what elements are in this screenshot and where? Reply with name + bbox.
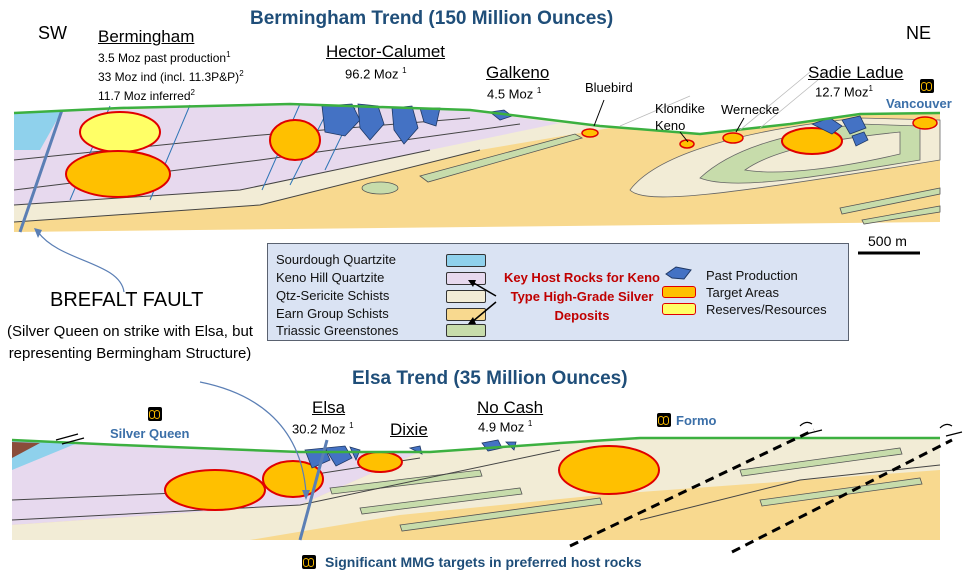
wernecke-label: Wernecke	[721, 102, 780, 117]
dixie-label: Dixie	[390, 420, 428, 439]
brefalt-fault-note: (Silver Queen on strike with Elsa, but r…	[7, 323, 253, 362]
legend-row-greenstones: Triassic Greenstones	[276, 323, 399, 338]
brefalt-fault-line-top	[18, 109, 64, 233]
greenstone-lens	[759, 477, 923, 507]
hector-calumet-value: 96.2 Moz 1	[345, 66, 407, 82]
target-area-ellipse	[357, 451, 403, 473]
legend-swatch-qtz-sericite	[446, 290, 486, 303]
elsa-value: 30.2 Moz 1	[292, 421, 354, 437]
mmg-target-icon	[657, 413, 671, 427]
mmg-target-icon	[302, 555, 316, 569]
galkeno-value: 4.5 Moz 1	[487, 86, 542, 102]
fault-connector-bottom	[199, 381, 307, 493]
elsa-qtz-sericite	[12, 438, 940, 540]
scale-bar-label: 500 m	[868, 233, 907, 249]
direction-sw-top: SW	[38, 23, 67, 43]
past-production-symbol	[665, 266, 692, 280]
past-production-blob	[841, 115, 867, 135]
legend-swatch-keno-hill	[446, 272, 486, 285]
target-area-ellipse	[262, 460, 324, 498]
greenstone-lens	[329, 469, 483, 495]
legend-row-earn-group: Earn Group Schists	[276, 306, 389, 321]
target-area-ellipse	[269, 119, 321, 161]
brefalt-fault-line-bottom	[298, 439, 329, 541]
greenstone-lens	[399, 497, 603, 532]
target-area-ellipse	[164, 469, 266, 511]
no-cash-value: 4.9 Moz 1	[478, 419, 533, 435]
legend-bracket-arrows	[468, 280, 497, 324]
klondike-label: Klondike Keno	[655, 101, 705, 133]
ground-surface-top	[13, 102, 941, 136]
past-production-blob	[391, 105, 419, 145]
legend-row-qtz-sericite: Qtz-Sericite Schists	[276, 288, 390, 303]
legend-past-production: Past Production	[706, 268, 798, 283]
brefalt-fault-title: BREFALT FAULT	[50, 289, 204, 311]
past-production-blob	[321, 103, 361, 137]
dashed-fault	[731, 438, 953, 554]
hector-calumet-label: Hector-Calumet	[326, 42, 446, 61]
reserves-resources-ellipse	[79, 111, 161, 153]
legend-swatch-greenstones	[446, 324, 486, 337]
mmg-target-icon	[920, 79, 934, 93]
direction-ne-top: NE	[906, 23, 932, 43]
bermingham-stats: 3.5 Moz past production1 33 Moz ind (inc…	[98, 50, 244, 103]
greenstone-lens	[839, 187, 941, 215]
target-area-ellipse	[558, 445, 660, 495]
past-production-blob	[851, 131, 869, 147]
top-section-title: Bermingham Trend (150 Million Ounces)	[250, 8, 614, 29]
greenstone-lens	[359, 487, 523, 515]
legend-target-areas: Target Areas	[706, 285, 779, 300]
legend-swatch-sourdough	[446, 254, 486, 267]
greenstone-lens	[361, 181, 399, 195]
bluebird-label: Bluebird	[585, 80, 633, 95]
legend-reserves: Reserves/Resources	[706, 302, 827, 317]
greenstone-lens	[861, 205, 941, 225]
reserves-symbol	[662, 303, 696, 315]
sadie-ladue-label: Sadie Ladue	[808, 63, 904, 82]
bottom-section-title: Elsa Trend (35 Million Ounces)	[352, 368, 628, 389]
target-area-ellipse	[912, 116, 938, 130]
target-area-ellipse	[581, 128, 599, 138]
formo-label: Formo	[676, 413, 717, 428]
ground-surface-bottom	[11, 436, 940, 454]
target-areas-symbol	[662, 286, 696, 298]
sadie-ladue-value: 12.7 Moz1	[815, 84, 873, 100]
bermingham-label: Bermingham	[98, 27, 195, 46]
elsa-dark-sliver	[12, 442, 40, 458]
mmg-target-icon	[148, 407, 162, 421]
past-production-blob	[349, 446, 361, 462]
elsa-label: Elsa	[312, 398, 346, 417]
silver-queen-label: Silver Queen	[110, 426, 190, 441]
target-area-ellipse	[781, 127, 843, 155]
key-host-rocks-note: Key Host Rocks for Keno Type High-Grade …	[503, 270, 661, 323]
galkeno-label: Galkeno	[486, 63, 550, 82]
target-area-ellipse	[722, 132, 744, 144]
vancouver-label: Vancouver	[886, 96, 952, 111]
fault-connector-top	[37, 231, 125, 293]
footer-note: Significant MMG targets in preferred hos…	[325, 554, 642, 570]
no-cash-label: No Cash	[477, 398, 544, 417]
greenstone-lens	[739, 447, 903, 477]
dashed-fault	[569, 428, 815, 548]
legend-row-keno-hill: Keno Hill Quartzite	[276, 270, 385, 285]
legend-row-sourdough: Sourdough Quartzite	[276, 252, 396, 267]
sourdough-quartzite-wedge	[14, 111, 62, 150]
target-area-ellipse	[65, 150, 171, 198]
legend-box: Sourdough Quartzite Keno Hill Quartzite …	[267, 243, 849, 341]
greenstone-lens	[419, 133, 584, 183]
